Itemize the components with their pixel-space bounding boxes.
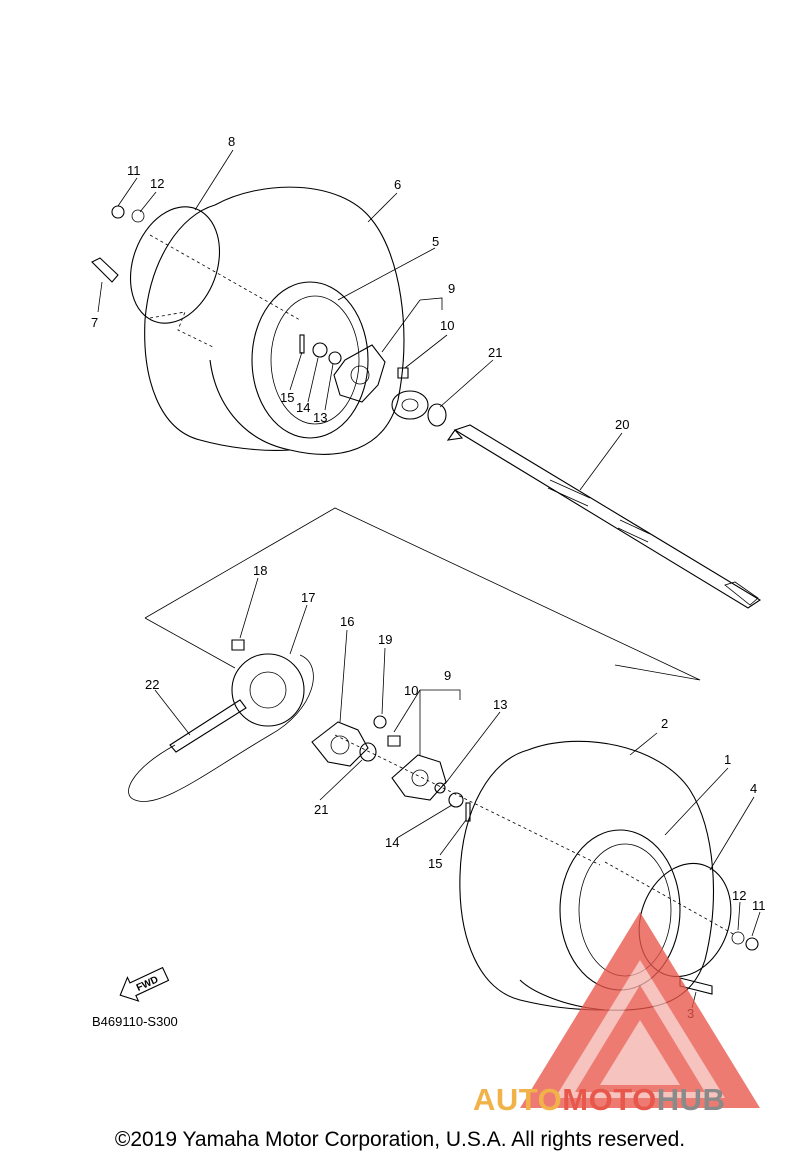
lower-nut (745, 937, 759, 951)
callout-7: 7 (91, 315, 98, 330)
callout-9b: 9 (444, 668, 451, 683)
callout-13b: 13 (493, 697, 507, 712)
fwd-label: FWD (135, 974, 160, 994)
callout-9: 9 (448, 281, 455, 296)
lower-washer (731, 931, 745, 945)
axle-shaft (446, 424, 762, 609)
drive-chain (128, 654, 314, 802)
sprocket-hub (311, 721, 369, 767)
lower-o-ring (359, 742, 377, 762)
upper-bolt-10 (397, 367, 409, 379)
callout-14b: 14 (385, 835, 399, 850)
callout-11b: 11 (752, 898, 766, 913)
callout-17: 17 (301, 590, 315, 605)
callout-5: 5 (432, 234, 439, 249)
callout-11: 11 (127, 163, 141, 178)
assembly-frame (144, 507, 701, 681)
hub-nut-19 (373, 715, 387, 729)
upper-tire (209, 186, 405, 455)
callout-2: 2 (661, 716, 668, 731)
upper-o-ring (427, 403, 447, 427)
callout-10b: 10 (404, 683, 418, 698)
upper-wheel-assembly (91, 186, 447, 455)
callout-15: 15 (280, 390, 294, 405)
callout-20: 20 (615, 417, 629, 432)
callout-8: 8 (228, 134, 235, 149)
upper-nut (111, 205, 125, 219)
upper-tire-back (144, 204, 291, 451)
upper-collar-14 (312, 342, 328, 358)
brand-moto: MOTO (562, 1082, 657, 1117)
callout-4: 4 (750, 781, 757, 796)
upper-nut-13 (328, 351, 342, 365)
diagram-code: B469110-S300 (92, 1014, 178, 1029)
callout-21: 21 (488, 345, 502, 360)
sprocket-bolt (231, 639, 245, 651)
callout-15b: 15 (428, 856, 442, 871)
upper-rim (251, 281, 369, 439)
callout-16: 16 (340, 614, 354, 629)
callout-12b: 12 (732, 888, 746, 903)
callout-12: 12 (150, 176, 164, 191)
upper-washer (131, 209, 145, 223)
sprocket-assembly (128, 639, 601, 866)
watermark-brand: AUTOMOTOHUB (473, 1082, 725, 1118)
callout-1: 1 (724, 752, 731, 767)
upper-rim-inner (270, 295, 360, 425)
sprocket (231, 653, 305, 727)
leader-lines (97, 149, 761, 1009)
callout-labels: 8 11 12 6 5 9 10 7 21 15 14 13 20 18 17 … (91, 134, 766, 1021)
callout-18: 18 (253, 563, 267, 578)
callout-14: 14 (296, 400, 310, 415)
lower-hub (391, 754, 447, 801)
upper-bearing-housing (391, 390, 429, 420)
upper-valve (91, 257, 119, 283)
upper-hub (333, 344, 386, 403)
callout-13: 13 (313, 410, 327, 425)
callout-10: 10 (440, 318, 454, 333)
upper-pin-15 (299, 334, 305, 354)
upper-rim-ring (129, 206, 221, 324)
brand-hub: HUB (656, 1082, 726, 1117)
brand-auto: AUTO (473, 1082, 563, 1117)
fwd-arrow: FWD (119, 966, 170, 1002)
callout-21b: 21 (314, 802, 328, 817)
callout-22: 22 (145, 677, 159, 692)
copyright-notice: ©2019 Yamaha Motor Corporation, U.S.A. A… (114, 1128, 686, 1151)
callout-6: 6 (394, 177, 401, 192)
callout-19: 19 (378, 632, 392, 647)
watermark-logo (520, 912, 760, 1108)
